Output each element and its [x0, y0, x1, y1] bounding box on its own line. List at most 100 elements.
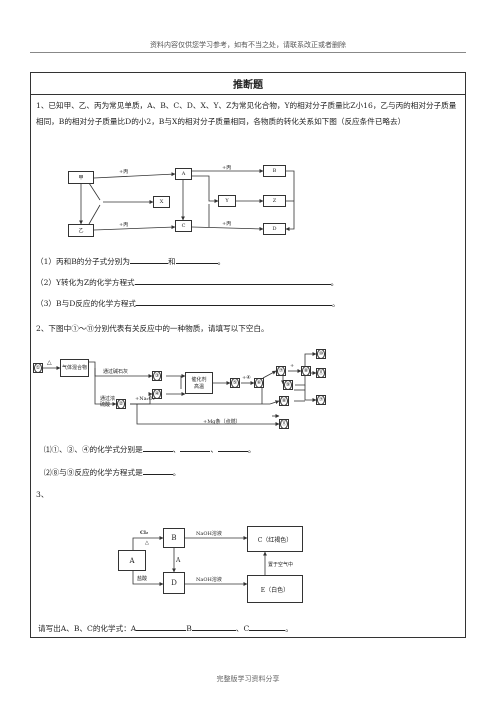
q2-num-10: ⑩ [317, 349, 325, 359]
q3-node-c: C（红褐色） [247, 526, 303, 552]
q3-ask-b: B [186, 624, 192, 633]
q2-num-1: ① [34, 363, 42, 373]
q2-node-7b: ⑦ [316, 395, 326, 405]
q1-sub3-end: 。 [332, 299, 340, 308]
q2-num-8: ⑧ [302, 366, 310, 376]
q1-sub1-end: 。 [217, 257, 226, 266]
q1-sub1: （1）丙和B的分子式分别为 和 。 [36, 254, 225, 269]
q3-ask-end: 。 [285, 624, 293, 633]
q2-plus-mg: +Mg条（点燃） [203, 419, 241, 425]
answer-blank[interactable] [129, 254, 168, 264]
q2-num-7b: ⑦ [317, 395, 325, 405]
answer-blank[interactable] [142, 442, 173, 452]
q1-sub1-sep: 和 [167, 257, 176, 266]
answer-blank[interactable] [180, 442, 211, 452]
q2-num-6: ⑥ [255, 378, 263, 388]
q2-node-5: ⑤ [230, 378, 240, 388]
q2-sub2: ⑵⑧与⑨反应的化学方程式是 。 [44, 465, 180, 480]
q1-node-b: B [263, 165, 286, 177]
q2-hightemp: 高温 [193, 384, 204, 390]
q2-via-lime: 通过碱石灰 [103, 369, 129, 375]
answer-blank[interactable] [191, 621, 236, 631]
q2-node-11: ⑪ [316, 368, 326, 378]
q2-stem: 2、下图中①～⑪分别代表有关反应中的一种物质，请填写以下空白。 [36, 324, 269, 333]
header-rule [30, 52, 466, 53]
q2-node-2: ② [116, 399, 126, 409]
q2-node-9: ⑨ [283, 380, 293, 390]
q2-node-6: ⑥ [254, 378, 264, 388]
q3-naoh-2: NaOH溶液 [196, 577, 222, 583]
q2-arrow-plus: + [290, 363, 295, 369]
q2-sub1-end: 。 [247, 445, 256, 454]
answer-blank[interactable] [136, 296, 333, 306]
q1-diagram-lines [79, 169, 295, 231]
q2-num-2: ② [117, 399, 125, 409]
q3-node-b: B [163, 528, 185, 548]
q2-node-3: ③ [152, 371, 162, 381]
q1-stem: 1、已知甲、乙、丙为常见单质，A、B、C、D、X、Y、Z为常见化合物，Y的相对分… [36, 101, 457, 126]
title-divider [30, 94, 466, 95]
q2-delta: △ [47, 359, 52, 366]
q3-ask-text: 请写出A、B、C的化学式：A [38, 624, 137, 633]
page-title: 推断题 [233, 80, 263, 91]
q1-edge-label: +丙 [119, 222, 129, 228]
q1-sub2: （2）Y转化为Z的化学方程式。 [36, 275, 338, 290]
q3-air: 置于空气中 [268, 562, 294, 568]
q2-node-10: ⑩ [316, 349, 326, 359]
q2-num-11: ⑪ [317, 368, 325, 378]
q2-node-4: ④ [152, 389, 162, 399]
q3-diagram-lines [132, 536, 267, 586]
page-header: 资料内容仅供您学习参考，如有不当之处，请联系改正或者删除 [150, 41, 346, 49]
q3-ask-c: 、C [235, 624, 250, 633]
q3-number: 3、 [36, 490, 49, 499]
q2-sub1-text: ⑴①、③、④的化学式分别是 [44, 445, 143, 454]
q2-sub1-sep: 、 [172, 445, 181, 454]
q1-edge-label: +丙 [222, 221, 232, 227]
q3-hcl: 盐酸 [137, 576, 148, 582]
q2-plus4: +④ [242, 375, 251, 381]
q1-node-d: D [263, 223, 286, 235]
q1-node-z: Z [263, 195, 286, 207]
q2-num-9: ⑨ [284, 380, 292, 390]
content-frame [30, 72, 466, 638]
q1-node-jia: 甲 [68, 171, 94, 184]
q3-naoh-1: NaOH溶液 [196, 531, 222, 537]
q2-gas-mixture: 气体混合物 [60, 359, 89, 377]
q1-sub3: （3）B与D反应的化学方程式 。 [36, 296, 340, 311]
q1-sub2-text: （2）Y转化为Z的化学方程式 [36, 278, 135, 287]
q3-a-mark: A [176, 557, 181, 564]
answer-blank[interactable] [142, 465, 173, 475]
q2-via-conc: 通过浓硫酸 [100, 396, 116, 408]
q1-sub1-text: （1）丙和B的分子式分别为 [36, 257, 130, 266]
answer-blank[interactable] [217, 442, 248, 452]
answer-blank[interactable] [175, 254, 218, 264]
q2-node-7: ⑦ [276, 366, 286, 376]
answer-blank[interactable] [136, 621, 187, 631]
q2-num-7: ⑦ [277, 366, 285, 376]
q2-num-4: ④ [153, 389, 161, 399]
q2-catalyst: 催化剂 [191, 377, 207, 383]
q1-edge-label: +丙 [222, 165, 232, 171]
q2-node-11b: ⑪ [279, 419, 289, 429]
q1-node-yi: 乙 [68, 224, 94, 237]
q2-num-8b: ⑧ [280, 396, 288, 406]
q2-num-11b: ⑪ [280, 419, 288, 429]
q3-delta: △ [145, 540, 149, 546]
q2-sub1: ⑴①、③、④的化学式分别是 、 、 。 [44, 442, 256, 457]
q3-node-a: A [118, 550, 146, 571]
q2-sub1-sep: 、 [210, 445, 218, 454]
q1-node-y: Y [218, 195, 236, 207]
answer-blank[interactable] [134, 275, 331, 285]
q2-num-3: ③ [153, 371, 161, 381]
q2-sub2-text: ⑵⑧与⑨反应的化学方程式是 [44, 468, 143, 477]
q3-node-e: E（白色） [247, 575, 303, 603]
q2-node-1: ① [33, 363, 43, 373]
answer-blank[interactable] [249, 621, 286, 631]
q1-node-c: C [175, 220, 192, 232]
q1-node-a: A [175, 168, 192, 180]
q1-sub3-text: （3）B与D反应的化学方程式 [36, 299, 137, 308]
q2-num-5: ⑤ [231, 378, 239, 388]
q3-node-d: D [163, 572, 185, 594]
q2-sub2-end: 。 [172, 468, 181, 477]
